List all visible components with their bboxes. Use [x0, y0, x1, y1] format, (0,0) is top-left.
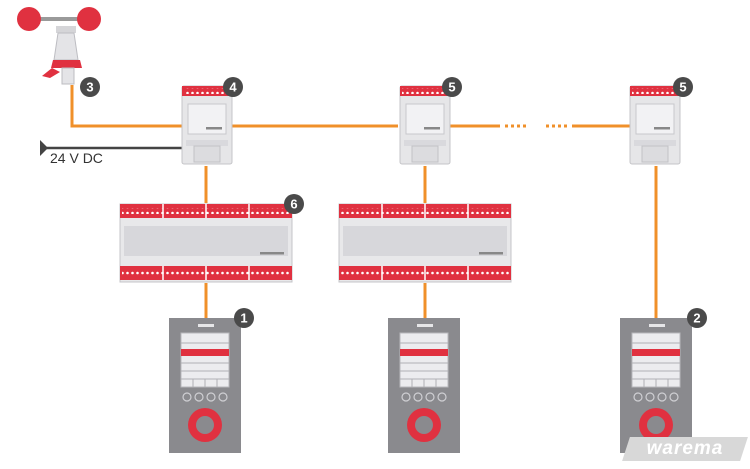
badge-module-ext-1: 5 [442, 77, 462, 97]
connections [40, 85, 658, 318]
badge-module-ext-2: 5 [673, 77, 693, 97]
badge-module-ext-2-number: 5 [679, 80, 686, 95]
badge-module-main-number: 4 [229, 80, 237, 95]
keypad-panel-icon [620, 318, 692, 453]
sensor-cable [70, 85, 182, 128]
din-module-icon [629, 85, 681, 165]
bus-continuation-dots [505, 124, 567, 128]
badge-module-main: 4 [223, 77, 243, 97]
din-module-icon [399, 85, 451, 165]
badge-sensor: 3 [80, 77, 100, 97]
power-supply-arrow-icon [40, 140, 48, 156]
badge-controller-main-number: 6 [290, 197, 297, 212]
badge-keypad-2: 2 [687, 308, 707, 328]
din-module-icon [181, 85, 233, 165]
controller-unit-icon [338, 203, 512, 283]
badge-module-ext-1-number: 5 [448, 80, 455, 95]
badge-keypad-1-number: 1 [240, 311, 247, 326]
controller-unit-icon [119, 203, 293, 283]
badge-keypad-1: 1 [234, 308, 254, 328]
badge-keypad-2-number: 2 [693, 311, 700, 326]
power-supply-label: 24 V DC [50, 150, 103, 166]
watermark-logo: warema [622, 437, 748, 461]
wind-sensor-icon [17, 7, 101, 85]
keypad-panel-icon [169, 318, 241, 453]
badge-controller-main: 6 [284, 194, 304, 214]
watermark-text: warema [646, 438, 724, 459]
badge-sensor-number: 3 [86, 80, 93, 95]
keypad-panel-icon [388, 318, 460, 453]
